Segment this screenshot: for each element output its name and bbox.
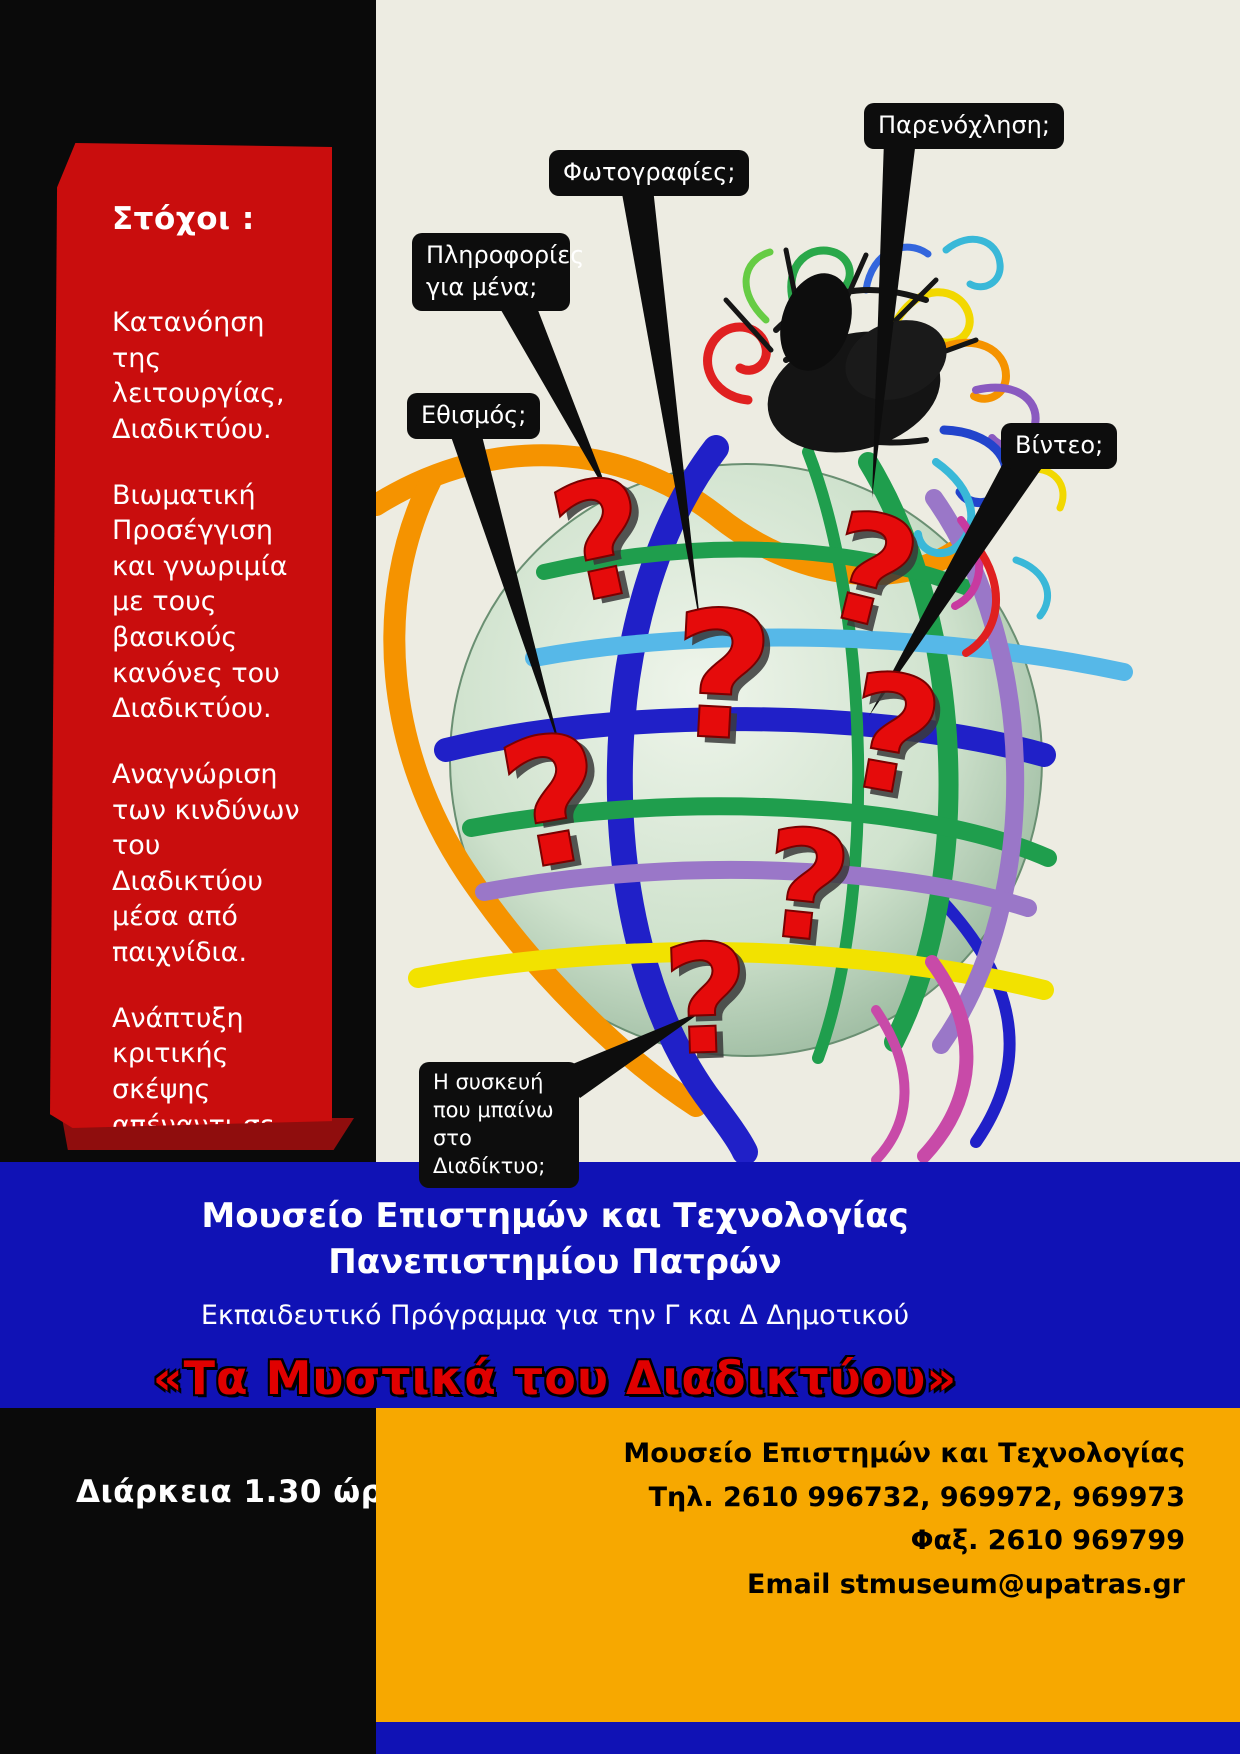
contact-museum-name: Μουσείο Επιστημών και Τεχνολογίας bbox=[623, 1438, 1185, 1469]
museum-name-line1: Μουσείο Επιστημών και Τεχνολογίας bbox=[201, 1196, 909, 1236]
museum-banner: Μουσείο Επιστημών και Τεχνολογίας Πανεπι… bbox=[0, 1162, 1240, 1408]
svg-text:?: ? bbox=[667, 918, 760, 1095]
contact-phone: Τηλ. 2610 996732, 969972, 969973 bbox=[648, 1481, 1185, 1513]
globe-svg: ? ? ? ? ? ? ? ? ? ? ? ? ? ? bbox=[365, 140, 1133, 1165]
callout-device: Η συσκευή που μπαίνω στο Διαδίκτυο; bbox=[419, 1062, 579, 1188]
tail-photos bbox=[621, 188, 701, 630]
goals-panel: Στόχοι : Κατανόηση της λειτουργίας, Διαδ… bbox=[50, 143, 332, 1128]
question-mark-icon: ? ? bbox=[753, 795, 865, 985]
question-mark-icon: ? ? bbox=[665, 573, 785, 788]
goals-title: Στόχοι : bbox=[112, 201, 255, 237]
callout-info: Πληροφορίες για μένα; bbox=[412, 233, 584, 311]
question-mark-icon: ? ? bbox=[830, 634, 961, 842]
museum-name-line2: Πανεπιστημίου Πατρών bbox=[328, 1242, 782, 1282]
question-mark-icon: ? ? bbox=[659, 912, 760, 1096]
question-mark-icon: ? ? bbox=[485, 694, 629, 917]
tail-info bbox=[494, 298, 612, 502]
svg-text:?: ? bbox=[660, 913, 753, 1090]
monster-icon bbox=[703, 235, 1067, 657]
tail-harassment bbox=[872, 140, 916, 498]
internet-globe-illustration: ? ? ? ? ? ? ? ? ? ? ? ? ? ? bbox=[365, 0, 1240, 1165]
tail-addiction bbox=[448, 428, 562, 754]
contact-block: Μουσείο Επιστημών και Τεχνολογίας Τηλ. 2… bbox=[376, 1408, 1240, 1722]
program-title: «Τα Μυστικά του Διαδικτύου» bbox=[152, 1351, 958, 1405]
contact-email: Email stmuseum@upatras.gr bbox=[747, 1569, 1185, 1601]
banner-text-block: Μουσείο Επιστημών και Τεχνολογίας Πανεπι… bbox=[0, 1162, 1110, 1405]
goal-item: Ανάπτυξη κριτικής σκέψης απέναντι σε κιν… bbox=[112, 1002, 274, 1141]
svg-text:?: ? bbox=[760, 803, 865, 985]
goal-item: Αναγνώριση των κινδύνων του Διαδικτύου μ… bbox=[112, 758, 300, 968]
callout-photos: Φωτογραφίες; bbox=[549, 150, 750, 196]
tail-device bbox=[558, 1010, 704, 1098]
goal-item: Κατανόηση της λειτουργίας, Διαδικτύου. bbox=[112, 307, 285, 445]
svg-text:?: ? bbox=[666, 574, 778, 782]
callout-video: Βίντεο; bbox=[1001, 423, 1118, 469]
callout-addiction: Εθισμός; bbox=[407, 393, 541, 439]
program-subtitle: Εκπαιδευτικό Πρόγραμμα για την Γ και Δ Δ… bbox=[200, 1300, 910, 1331]
duration-label: Διάρκεια 1.30 ώρα bbox=[76, 1474, 406, 1510]
svg-text:?: ? bbox=[673, 580, 785, 788]
callout-harassment: Παρενόχληση; bbox=[864, 103, 1064, 149]
bottom-blue-strip bbox=[376, 1722, 1240, 1754]
contact-fax: Φαξ. 2610 969799 bbox=[910, 1525, 1185, 1557]
svg-text:?: ? bbox=[754, 796, 859, 978]
goal-item: Βιωματική Προσέγγιση και γνωριμία με του… bbox=[112, 479, 288, 725]
tail-video bbox=[869, 452, 1046, 716]
callout-tails bbox=[448, 140, 1046, 1098]
